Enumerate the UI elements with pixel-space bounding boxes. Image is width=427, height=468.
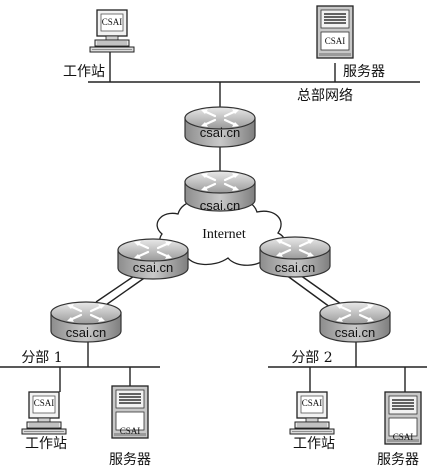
branch1-workstation-screen-label: CSAI	[34, 398, 55, 408]
router-hq: csai.cn	[183, 105, 257, 149]
branch1-workstation-label: 工作站	[25, 436, 67, 452]
branch1-label: 分部 1	[21, 350, 62, 366]
branch2-server-panel-label: CSAI	[393, 432, 414, 442]
branch2-workstation: CSAI 工作站	[289, 391, 335, 452]
link-b1-b	[102, 273, 151, 308]
hq-server: CSAI 服务器	[316, 5, 385, 80]
router-branch1-label: csai.cn	[66, 325, 106, 340]
server-icon	[316, 5, 354, 59]
router-internet-left: csai.cn	[116, 237, 190, 281]
hq-workstation-label: 工作站	[63, 64, 105, 80]
link-b2-a	[281, 271, 335, 311]
branch1-server: CSAI 服务器	[109, 385, 151, 468]
hq-network-label: 总部网络	[297, 88, 353, 104]
router-branch2-label: csai.cn	[335, 325, 375, 340]
router-hq-edge: csai.cn	[183, 169, 257, 213]
branch2-label: 分部 2	[291, 350, 332, 366]
branch1-workstation: CSAI 工作站	[21, 391, 67, 452]
branch2-server: CSAI 服务器	[377, 391, 422, 468]
cloud-label: Internet	[202, 227, 246, 242]
router-branch2: csai.cn	[318, 300, 392, 344]
branch2-server-label: 服务器	[377, 452, 419, 468]
hq-server-panel-label: CSAI	[325, 36, 346, 46]
branch1-server-panel-label: CSAI	[120, 426, 141, 436]
branch1-server-label: 服务器	[109, 452, 151, 468]
branch2-workstation-label: 工作站	[293, 436, 335, 452]
internet-cloud: Internet	[156, 198, 287, 266]
hq-workstation-screen-label: CSAI	[102, 17, 123, 27]
hq-workstation: CSAI 工作站	[63, 9, 135, 80]
router-internet-right-label: csai.cn	[275, 260, 315, 275]
router-internet-left-label: csai.cn	[133, 260, 173, 275]
router-branch1: csai.cn	[49, 300, 123, 344]
router-hq-edge-label: csai.cn	[200, 198, 240, 213]
router-hq-label: csai.cn	[200, 125, 240, 140]
branch2-workstation-screen-label: CSAI	[302, 398, 323, 408]
router-internet-right: csai.cn	[258, 235, 332, 279]
hq-server-label: 服务器	[343, 64, 385, 80]
